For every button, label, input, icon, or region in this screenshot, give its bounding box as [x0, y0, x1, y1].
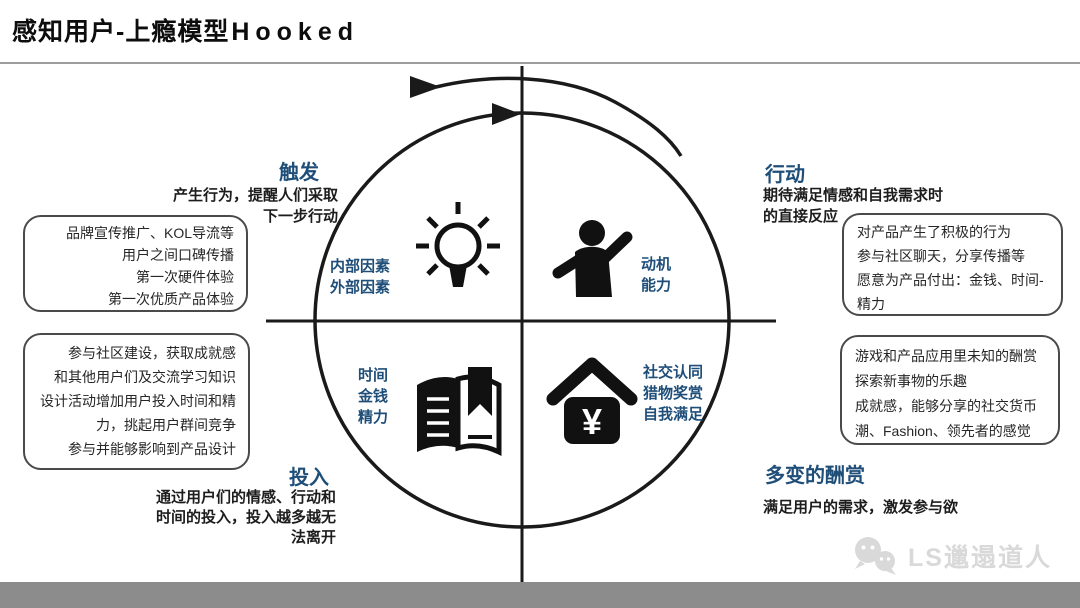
- variable-reward-description: 满足用户的需求，激发参与欲: [763, 497, 1003, 518]
- box-line: 潮、Fashion、领先者的感觉: [855, 423, 1031, 439]
- action-desc-line: 的直接反应: [763, 208, 839, 225]
- box-line: 和其他用户们及交流学习知识: [54, 369, 236, 385]
- cycle-arrowhead: [492, 103, 521, 125]
- investment-examples-box: 参与社区建设，获取成就感 和其他用户们及交流学习知识 设计活动增加用户投入时间和…: [23, 333, 250, 470]
- factor-label: 猎物奖赏: [643, 385, 704, 402]
- investment-desc-line: 时间的投入，投入越多越无: [155, 509, 336, 526]
- box-line: 第一次硬件体验: [136, 269, 234, 285]
- factor-label: 自我满足: [643, 406, 704, 423]
- title-divider: [0, 62, 1080, 64]
- wechat-icon: [855, 537, 896, 575]
- action-heading: 行动: [765, 164, 805, 186]
- outer-loop-arc: [435, 76, 683, 157]
- trigger-desc-line: 产生行为，提醒人们采取: [172, 187, 338, 204]
- box-line: 游戏和产品应用里未知的酬赏: [855, 348, 1037, 364]
- trigger-desc-line: 下一步行动: [262, 208, 338, 225]
- investment-desc-line: 通过用户们的情感、行动和: [155, 489, 336, 506]
- factor-label: 时间: [357, 367, 388, 384]
- page-title-zh: 感知用户-上瘾模型: [12, 18, 230, 46]
- factor-label: 内部因素: [330, 258, 391, 275]
- outer-loop-arrowhead: [410, 76, 441, 98]
- open-book-icon: [417, 367, 502, 456]
- page-title: 感知用户-上瘾模型Hooked: [12, 12, 359, 48]
- watermark: LS邋遢道人: [850, 534, 1052, 578]
- box-line: 愿意为产品付出：金钱、时间-精力: [857, 272, 1044, 312]
- box-line: 参与并能够影响到产品设计: [68, 441, 236, 457]
- investment-heading: 投入: [289, 467, 329, 489]
- reward-desc-line: 满足用户的需求，激发参与欲: [763, 499, 959, 516]
- box-line: 探索新事物的乐趣: [855, 373, 967, 389]
- page-title-en: Hooked: [231, 18, 360, 46]
- action-factors: 动机 能力: [641, 254, 671, 296]
- trigger-examples-box: 品牌宣传推广、KOL导流等 用户之间口碑传播 第一次硬件体验 第一次优质产品体验: [23, 215, 248, 312]
- person-icon: [552, 220, 633, 297]
- variable-reward-examples-box: 游戏和产品应用里未知的酬赏 探索新事物的乐趣 成就感，能够分享的社交货币 潮、F…: [840, 335, 1060, 445]
- box-line: 参与社区聊天，分享传播等: [857, 248, 1025, 264]
- box-line: 对产品产生了积极的行为: [857, 224, 1011, 240]
- factor-label: 金钱: [357, 388, 388, 405]
- action-description: 期待满足情感和自我需求时 的直接反应: [763, 185, 983, 227]
- lightbulb-icon: [416, 202, 500, 287]
- factor-label: 动机: [641, 256, 672, 273]
- box-line: 成就感，能够分享的社交货币: [855, 398, 1037, 414]
- variable-reward-factors: 社交认同 猎物奖赏 自我满足: [643, 362, 703, 425]
- trigger-description: 产生行为，提醒人们采取 下一步行动: [150, 185, 338, 227]
- factor-label: 精力: [357, 409, 388, 426]
- action-examples-box: 对产品产生了积极的行为 参与社区聊天，分享传播等 愿意为产品付出：金钱、时间-精…: [842, 213, 1063, 316]
- yen-symbol: ¥: [582, 401, 602, 442]
- action-desc-line: 期待满足情感和自我需求时: [763, 187, 944, 204]
- box-line: 品牌宣传推广、KOL导流等: [65, 225, 234, 241]
- factor-label: 社交认同: [643, 364, 704, 381]
- investment-desc-line: 法离开: [290, 529, 336, 546]
- factor-label: 能力: [641, 277, 672, 294]
- trigger-factors: 内部因素 外部因素: [330, 256, 390, 298]
- trigger-heading: 触发: [279, 162, 319, 184]
- box-line: 参与社区建设，获取成就感: [68, 345, 236, 361]
- box-line: 第一次优质产品体验: [108, 291, 234, 307]
- footer-bar: [0, 582, 1080, 608]
- watermark-text: LS邋遢道人: [908, 544, 1052, 572]
- house-yen-icon: ¥: [546, 357, 638, 444]
- variable-reward-heading: 多变的酬赏: [765, 465, 865, 487]
- investment-factors: 时间 金钱 精力: [344, 365, 388, 428]
- cycle-circle: [313, 111, 731, 529]
- investment-description: 通过用户们的情感、行动和 时间的投入，投入越多越无 法离开: [150, 488, 336, 548]
- factor-label: 外部因素: [330, 279, 391, 296]
- box-line: 设计活动增加用户投入时间和精力，挑起用户群间竞争: [40, 393, 236, 433]
- box-line: 用户之间口碑传播: [122, 247, 234, 263]
